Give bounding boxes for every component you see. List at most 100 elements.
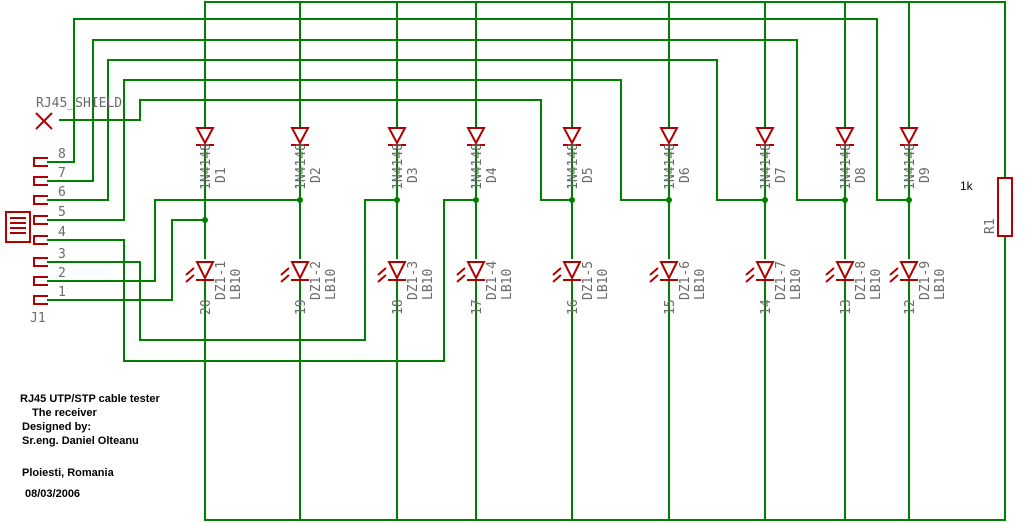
- diode-icon: [755, 127, 775, 146]
- led-type: LB10: [869, 269, 884, 300]
- diode-type: 1N4148: [663, 143, 678, 190]
- led-type: LB10: [693, 269, 708, 300]
- diode-name: D3: [406, 167, 421, 183]
- pin-label: 5: [58, 205, 66, 220]
- led-icon: [456, 261, 486, 283]
- connector-pins-icon: [33, 157, 48, 305]
- shield-x-icon: [35, 112, 53, 130]
- diode-type: 1N4148: [759, 143, 774, 190]
- led-type: LB10: [421, 269, 436, 300]
- diode-type: 1N4148: [566, 143, 581, 190]
- diode-icon: [290, 127, 310, 146]
- diode-name: D5: [581, 167, 596, 183]
- diode-column-3: 1N4148 D3 18 DZ1-3 LB10: [377, 127, 436, 315]
- resistor-icon: [997, 177, 1013, 237]
- led-pin: 20: [199, 299, 214, 315]
- led-name: DZ1-8: [854, 261, 869, 300]
- led-icon: [825, 261, 855, 283]
- led-name: DZ1-3: [406, 261, 421, 300]
- led-type: LB10: [933, 269, 948, 300]
- led-name: DZ1-7: [774, 261, 789, 300]
- diode-type: 1N4148: [391, 143, 406, 190]
- diode-icon: [466, 127, 486, 146]
- diode-column-4: 1N4148 D4 17 DZ1-4 LB10: [456, 127, 515, 315]
- note-subtitle: The receiver: [32, 407, 98, 419]
- led-icon: [185, 261, 215, 283]
- led-name: DZ1-9: [918, 261, 933, 300]
- pin-label: 8: [58, 147, 66, 162]
- note-designed-by: Designed by:: [22, 421, 91, 433]
- led-pin: 15: [663, 299, 678, 315]
- diode-column-5: 1N4148 D5 16 DZ1-5 LB10: [552, 127, 611, 315]
- title-block: RJ45 UTP/STP cable tester The receiver D…: [20, 393, 161, 500]
- led-pin: 19: [294, 299, 309, 315]
- led-pin: 12: [903, 299, 918, 315]
- led-name: DZ1-4: [485, 261, 500, 300]
- shield-label: RJ45_SHIELD: [36, 96, 122, 111]
- led-pin: 17: [470, 299, 485, 315]
- diode-columns: 1N4148 D1 20 DZ1-1 LB10 1N4148 D2: [185, 127, 948, 315]
- led-name: DZ1-2: [309, 261, 324, 300]
- column-wires: [204, 1, 910, 521]
- pin-label: 2: [58, 266, 66, 281]
- led-name: DZ1-6: [678, 261, 693, 300]
- note-location: Ploiesti, Romania: [22, 467, 115, 479]
- wires: [47, 1, 1006, 521]
- diode-icon: [835, 127, 855, 146]
- diode-name: D9: [918, 167, 933, 183]
- resistor: 1k R1: [960, 177, 1013, 237]
- led-type: LB10: [229, 269, 244, 300]
- led-icon: [889, 261, 919, 283]
- led-icon: [552, 261, 582, 283]
- diode-column-8: 1N4148 D8 13 DZ1-8 LB10: [825, 127, 884, 315]
- led-type: LB10: [789, 269, 804, 300]
- led-icon: [280, 261, 310, 283]
- diode-type: 1N4148: [199, 143, 214, 190]
- diode-column-1: 1N4148 D1 20 DZ1-1 LB10: [185, 127, 244, 315]
- diode-column-7: 1N4148 D7 14 DZ1-7 LB10: [745, 127, 804, 315]
- note-title: RJ45 UTP/STP cable tester: [20, 393, 161, 405]
- rj45-socket-icon: [5, 211, 31, 243]
- diode-type: 1N4148: [903, 143, 918, 190]
- led-icon: [377, 261, 407, 283]
- diode-icon: [387, 127, 407, 146]
- led-type: LB10: [596, 269, 611, 300]
- diode-name: D6: [678, 167, 693, 183]
- diode-type: 1N4148: [839, 143, 854, 190]
- diode-column-6: 1N4148 D6 15 DZ1-6 LB10: [649, 127, 708, 315]
- led-pin: 16: [566, 299, 581, 315]
- pin-label: 4: [58, 225, 66, 240]
- resistor-value: 1k: [960, 179, 974, 193]
- diode-icon: [562, 127, 582, 146]
- pin-label: 3: [58, 247, 66, 262]
- diode-name: D8: [854, 167, 869, 183]
- note-date: 08/03/2006: [25, 488, 80, 500]
- resistor-name: R1: [983, 218, 998, 234]
- rj45-connector: 8 7 6 5 4 3 2 1 J1: [5, 147, 66, 326]
- diode-column-2: 1N4148 D2 19 DZ1-2 LB10: [280, 127, 339, 315]
- diode-column-9: 1N4148 D9 12 DZ1-9 LB10: [889, 127, 948, 315]
- led-pin: 18: [391, 299, 406, 315]
- diode-name: D7: [774, 167, 789, 183]
- diode-name: D4: [485, 167, 500, 183]
- diode-name: D1: [214, 167, 229, 183]
- led-icon: [745, 261, 775, 283]
- diode-icon: [899, 127, 919, 146]
- led-icon: [649, 261, 679, 283]
- pin-label: 1: [58, 285, 66, 300]
- diode-icon: [659, 127, 679, 146]
- diode-type: 1N4148: [470, 143, 485, 190]
- led-pin: 13: [839, 299, 854, 315]
- pin-label: 6: [58, 185, 66, 200]
- led-name: DZ1-5: [581, 261, 596, 300]
- junctions: [202, 197, 912, 223]
- diode-type: 1N4148: [294, 143, 309, 190]
- note-author: Sr.eng. Daniel Olteanu: [22, 435, 139, 447]
- led-type: LB10: [324, 269, 339, 300]
- led-pin: 14: [759, 299, 774, 315]
- connector-name: J1: [30, 311, 46, 326]
- diode-icon: [195, 127, 215, 146]
- pin-label: 7: [58, 166, 66, 181]
- led-name: DZ1-1: [214, 261, 229, 300]
